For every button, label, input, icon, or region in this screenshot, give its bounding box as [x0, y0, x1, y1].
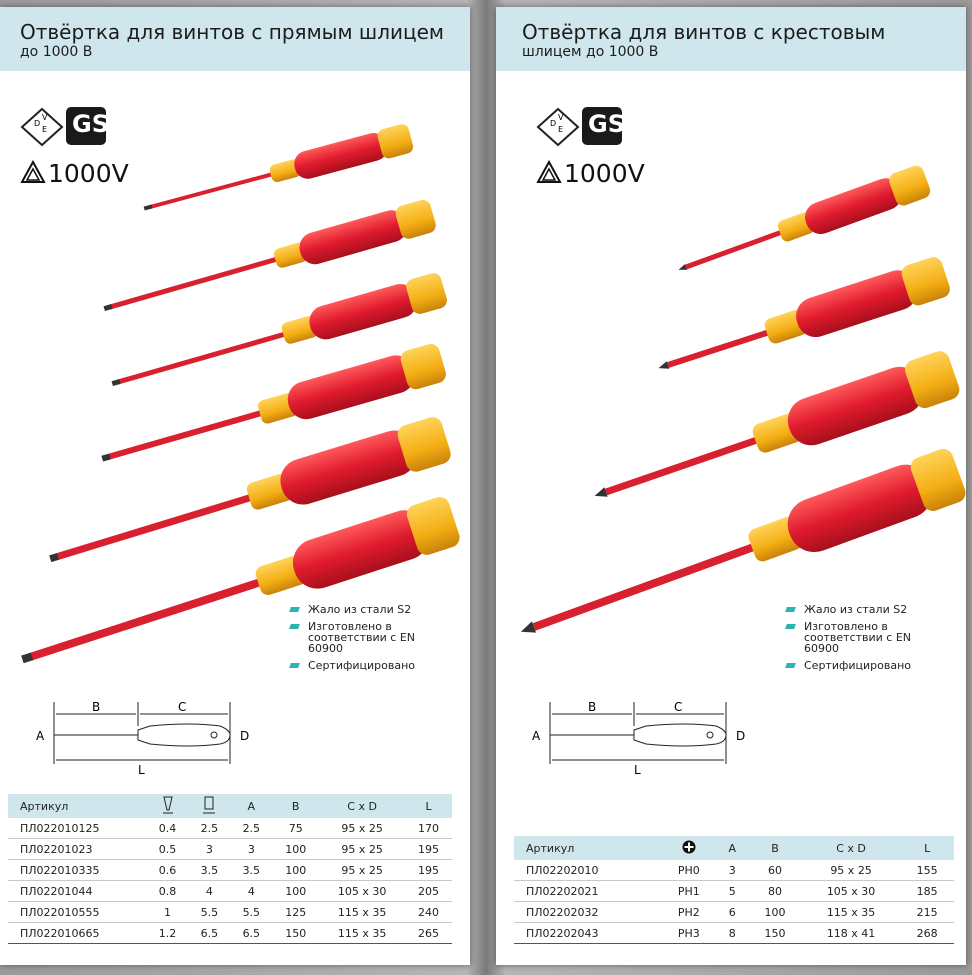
screwdriver-5: [49, 417, 451, 563]
right-features-list: Жало из стали S2 Изготовлено в соответст…: [785, 604, 944, 677]
screwdriver-ph1: [658, 257, 950, 369]
dim-d: D: [736, 729, 745, 743]
vde-logo-icon: D V E: [20, 107, 64, 147]
feature-item: Изготовлено в соответствии с EN 60900: [289, 621, 448, 654]
svg-text:V: V: [42, 113, 48, 122]
col-a: A: [716, 836, 749, 860]
screwdriver-2: [103, 199, 436, 312]
dim-b: B: [92, 700, 100, 714]
feature-item: Жало из стали S2: [785, 604, 944, 615]
left-voltage-rating: 1000V: [20, 159, 129, 188]
screwdriver-ph2: [594, 351, 960, 497]
dim-a: A: [36, 729, 45, 743]
left-title: Отвёртка для винтов с прямым шлицем: [20, 20, 444, 44]
bullet-icon: [785, 663, 796, 668]
left-subtitle: до 1000 В: [20, 44, 93, 60]
left-dimension-diagram: B C A D L: [36, 700, 249, 777]
feature-item: Сертифицировано: [289, 660, 448, 671]
col-cxd: C x D: [319, 794, 406, 818]
right-subtitle: шлицем до 1000 В: [522, 44, 659, 60]
phillips-screwdrivers-image: [520, 165, 966, 633]
col-cxd: C x D: [801, 836, 901, 860]
screwdriver-ph3: [520, 448, 966, 633]
slot-width-icon: [146, 794, 189, 818]
right-title: Отвёртка для винтов с крестовым: [522, 20, 886, 44]
bullet-icon: [785, 607, 796, 612]
col-b: B: [748, 836, 802, 860]
slot-icon: [188, 794, 231, 818]
dim-d: D: [240, 729, 249, 743]
feature-item: Изготовлено в соответствии с EN 60900: [785, 621, 944, 654]
svg-text:V: V: [558, 113, 564, 122]
high-voltage-icon: [20, 160, 46, 183]
feature-item: Сертифицировано: [785, 660, 944, 671]
bullet-icon: [785, 624, 796, 629]
screwdriver-ph0: [678, 165, 931, 270]
svg-text:D: D: [34, 119, 40, 128]
right-header: Отвёртка для винтов с крестовым шлицем д…: [496, 7, 966, 71]
dim-a: A: [532, 729, 541, 743]
screwdriver-3: [111, 273, 447, 387]
right-voltage-rating: 1000V: [536, 159, 645, 188]
vde-logo-icon: D V E: [536, 107, 580, 147]
screwdriver-1: [143, 124, 414, 211]
right-dimension-diagram: B C A D L: [532, 700, 745, 777]
left-features-list: Жало из стали S2 Изготовлено в соответст…: [289, 604, 448, 677]
col-b: B: [272, 794, 320, 818]
dim-c: C: [178, 700, 186, 714]
slotted-screwdrivers-image: [21, 124, 460, 664]
bullet-icon: [289, 624, 300, 629]
dim-l: L: [634, 763, 641, 777]
screwdriver-6: [21, 497, 460, 664]
bullet-icon: [289, 607, 300, 612]
col-article: Артикул: [514, 836, 662, 860]
svg-text:E: E: [558, 125, 563, 134]
gs-logo-icon: GS: [582, 107, 625, 145]
svg-text:E: E: [42, 125, 47, 134]
bullet-icon: [289, 663, 300, 668]
col-article: Артикул: [8, 794, 147, 818]
right-page: Отвёртка для винтов с крестовым шлицем д…: [496, 7, 966, 965]
phillips-icon: [661, 836, 717, 860]
svg-text:D: D: [550, 119, 556, 128]
col-l: L: [405, 794, 452, 818]
screwdriver-4: [101, 343, 446, 462]
dim-c: C: [674, 700, 682, 714]
high-voltage-icon: [536, 160, 562, 183]
col-l: L: [900, 836, 954, 860]
dim-l: L: [138, 763, 145, 777]
col-a: A: [230, 794, 273, 818]
dim-b: B: [588, 700, 596, 714]
gs-logo-icon: GS: [66, 107, 109, 145]
feature-item: Жало из стали S2: [289, 604, 448, 615]
left-header: Отвёртка для винтов с прямым шлицем до 1…: [0, 7, 470, 71]
left-page: Отвёртка для винтов с прямым шлицем до 1…: [0, 7, 470, 965]
